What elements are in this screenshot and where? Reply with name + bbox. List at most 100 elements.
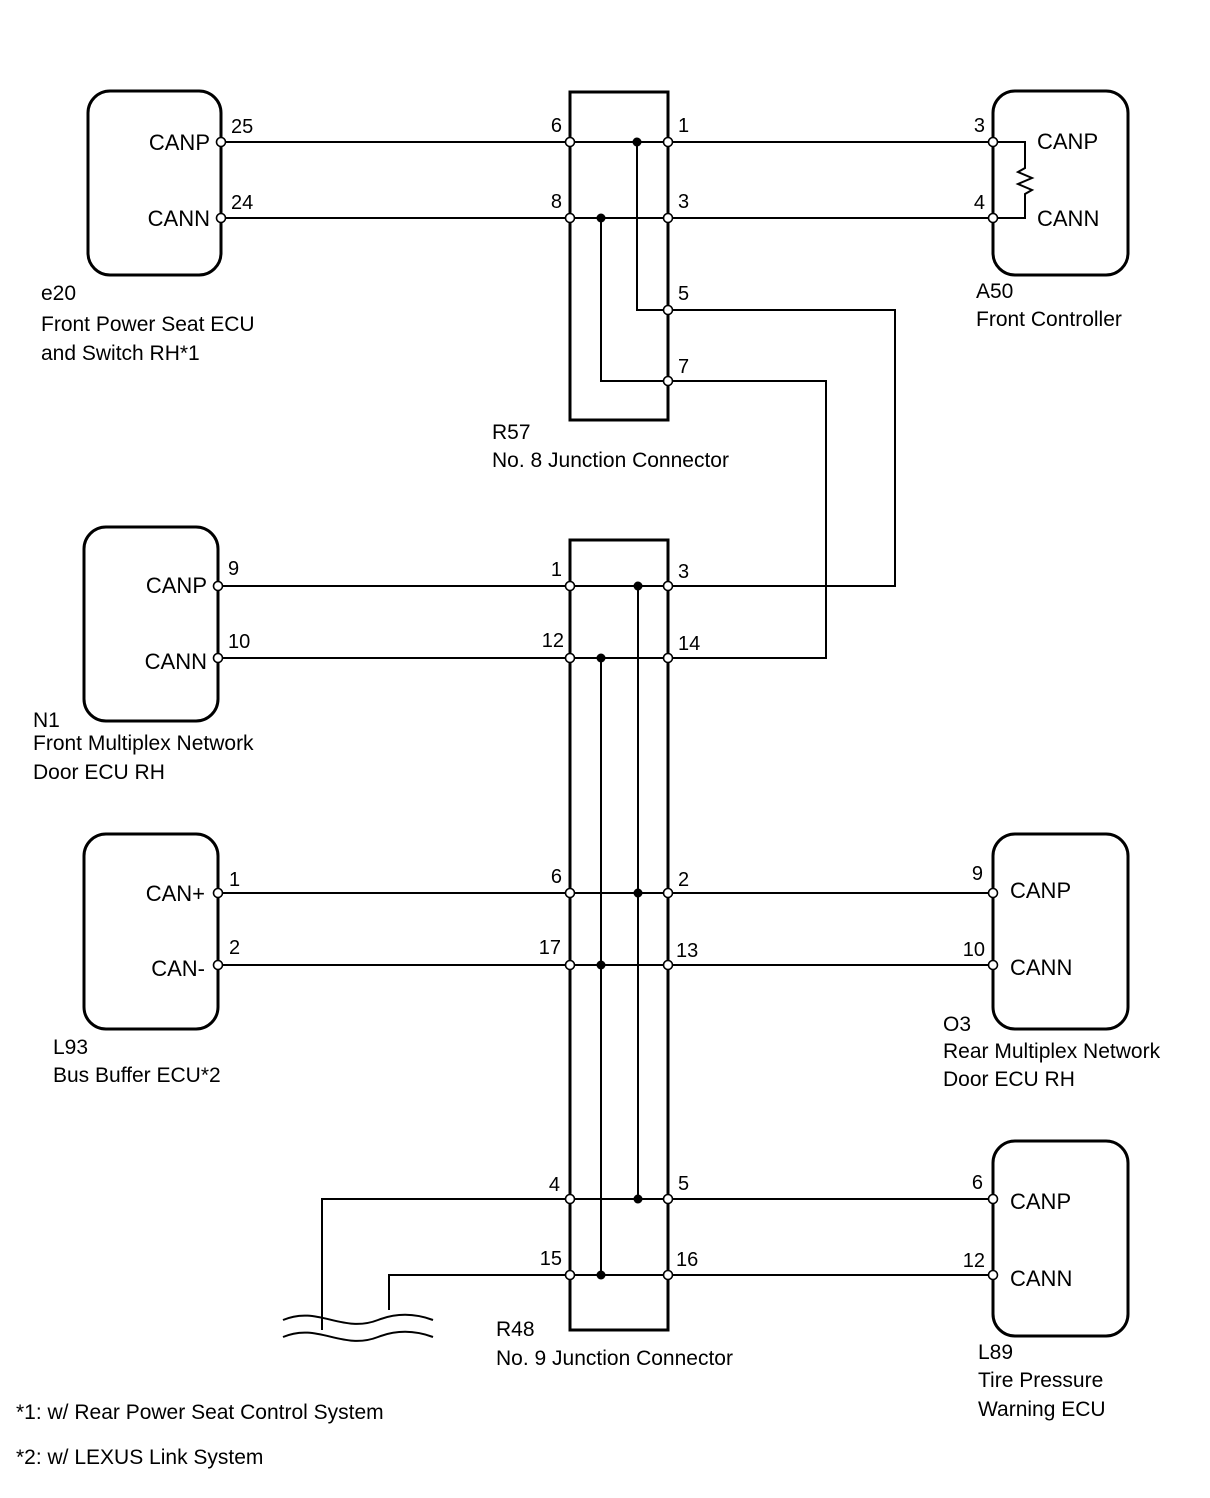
wire-break-symbol-top — [282, 1313, 434, 1325]
l93-code: L93 — [53, 1036, 88, 1059]
o3-name-line2: Door ECU RH — [943, 1068, 1075, 1091]
o3-signal-cann: CANN — [1010, 955, 1072, 980]
n1-box — [82, 525, 220, 723]
splice-dot — [633, 888, 643, 898]
terminal — [215, 136, 227, 148]
terminal — [564, 1193, 576, 1205]
pin-number: 25 — [231, 116, 253, 138]
terminal — [564, 1269, 576, 1281]
pin-number: 1 — [678, 115, 689, 137]
n1-signal-cann: CANN — [145, 649, 207, 674]
terminal — [662, 212, 674, 224]
terminal — [564, 580, 576, 592]
a50-signal-cann: CANN — [1037, 206, 1099, 231]
a50-signal-canp: CANP — [1037, 129, 1098, 154]
terminal — [212, 959, 224, 971]
terminal — [987, 1269, 999, 1281]
pin-number: 2 — [678, 869, 689, 891]
r57-code: R57 — [492, 421, 531, 444]
terminal — [662, 887, 674, 899]
e20-signal-cann: CANN — [148, 206, 210, 231]
terminal — [662, 580, 674, 592]
pin-number: 2 — [229, 937, 240, 959]
e20-signal-canp: CANP — [149, 130, 210, 155]
l89-signal-cann: CANN — [1010, 1266, 1072, 1291]
pin-number: 1 — [229, 869, 240, 891]
o3-box — [991, 832, 1130, 1031]
terminal — [987, 887, 999, 899]
terminal — [564, 652, 576, 664]
pin-number: 24 — [231, 192, 253, 214]
a50-code: A50 — [976, 280, 1013, 303]
pin-number: 6 — [551, 115, 562, 137]
l93-name-line1: Bus Buffer ECU*2 — [53, 1064, 221, 1087]
r48-name: No. 9 Junction Connector — [496, 1347, 733, 1370]
e20-code: e20 — [41, 282, 76, 305]
pin-number: 17 — [539, 937, 561, 959]
pin-number: 13 — [676, 940, 698, 962]
splice-dot — [596, 960, 606, 970]
pin-number: 9 — [972, 863, 983, 885]
pin-number: 12 — [542, 630, 564, 652]
a50-name-line1: Front Controller — [976, 308, 1122, 331]
pin-number: 8 — [551, 191, 562, 213]
l93-signal-cann: CAN- — [151, 956, 205, 981]
wire-r57-splice-p — [636, 142, 668, 311]
r57-connector-body — [568, 90, 670, 422]
pin-number: 3 — [678, 191, 689, 213]
splice-points — [596, 137, 643, 1280]
pin-number: 4 — [549, 1174, 560, 1196]
l89-name-line2: Warning ECU — [978, 1398, 1106, 1421]
terminal — [212, 580, 224, 592]
terminal — [662, 304, 674, 316]
terminal — [987, 136, 999, 148]
terminal — [987, 1193, 999, 1205]
splice-dot — [632, 137, 642, 147]
footnote-1: *1: w/ Rear Power Seat Control System — [16, 1401, 384, 1424]
l93-signal-canp: CAN+ — [146, 881, 205, 906]
e20-box — [86, 89, 223, 277]
wire-break-symbol-bottom — [282, 1330, 434, 1342]
terminal — [662, 1269, 674, 1281]
n1-name-line2: Door ECU RH — [33, 761, 165, 784]
terminal — [215, 212, 227, 224]
wire-cut-left-n — [388, 1274, 570, 1310]
a50-box — [991, 89, 1130, 277]
pin-number: 6 — [972, 1172, 983, 1194]
terminal — [662, 1193, 674, 1205]
terminal — [662, 136, 674, 148]
r57-name: No. 8 Junction Connector — [492, 449, 729, 472]
r48-code: R48 — [496, 1318, 535, 1341]
pin-number: 7 — [678, 356, 689, 378]
a50-resistor — [993, 141, 1035, 219]
wire-r57-splice-n — [600, 218, 668, 382]
pin-number: 10 — [228, 631, 250, 653]
l93-box — [82, 832, 220, 1031]
terminal — [987, 959, 999, 971]
pin-number: 16 — [676, 1249, 698, 1271]
pin-number: 12 — [963, 1250, 985, 1272]
l89-box — [991, 1139, 1130, 1338]
pin-number: 9 — [228, 558, 239, 580]
l89-code: L89 — [978, 1341, 1013, 1364]
o3-signal-canp: CANP — [1010, 878, 1071, 903]
terminal — [564, 212, 576, 224]
o3-name-line1: Rear Multiplex Network — [943, 1040, 1161, 1063]
pin-number: 4 — [974, 192, 985, 214]
e20-name-line1: Front Power Seat ECU — [41, 313, 255, 336]
terminal — [662, 375, 674, 387]
pin-number: 3 — [974, 115, 985, 137]
l89-signal-canp: CANP — [1010, 1189, 1071, 1214]
splice-dot — [596, 1270, 606, 1280]
terminal — [212, 887, 224, 899]
terminal — [212, 652, 224, 664]
pin-number: 10 — [963, 939, 985, 961]
splice-dot — [596, 653, 606, 663]
l89-name-line1: Tire Pressure — [978, 1369, 1103, 1392]
pin-number: 5 — [678, 283, 689, 305]
wire-r57-pin5-to-r48-pin3 — [668, 309, 896, 587]
pin-number: 14 — [678, 633, 700, 655]
splice-dot — [633, 1194, 643, 1204]
terminal — [662, 959, 674, 971]
